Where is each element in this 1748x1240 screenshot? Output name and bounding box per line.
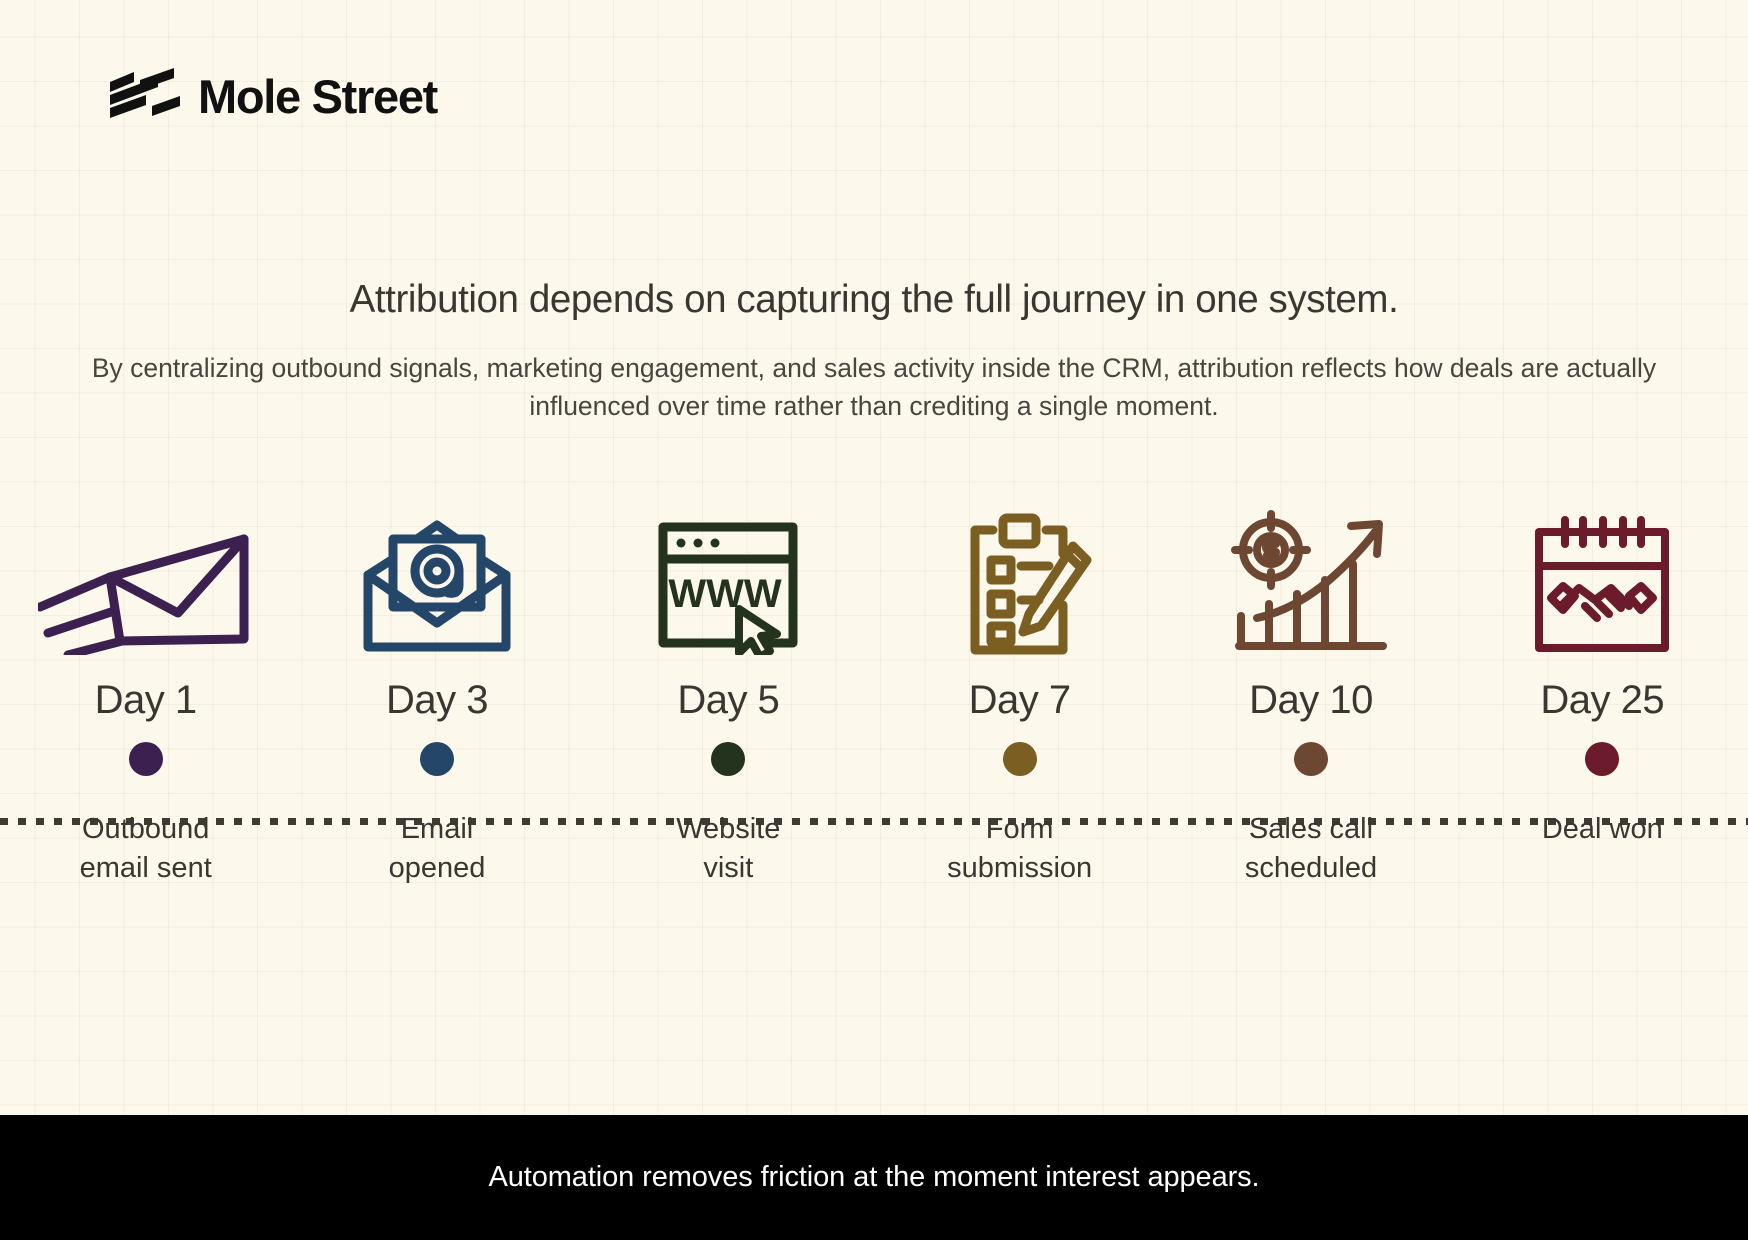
step-node-slot bbox=[583, 720, 874, 798]
sending-envelope-icon bbox=[38, 534, 249, 655]
step-day-label: Day 10 bbox=[1249, 678, 1373, 722]
timeline-node[interactable] bbox=[1293, 742, 1328, 776]
step-event-label: Email opened bbox=[388, 813, 486, 885]
timeline-node[interactable] bbox=[711, 742, 746, 776]
step-node-slot bbox=[291, 720, 582, 798]
footer-caption: Automation removes friction at the momen… bbox=[488, 1161, 1260, 1193]
step-node-slot bbox=[0, 720, 291, 798]
calendar-handshake-icon bbox=[1535, 516, 1670, 652]
timeline-step-2[interactable]: Day 3 Email opened bbox=[291, 500, 582, 980]
browser-www-cursor-icon: WWW bbox=[658, 522, 798, 655]
svg-text:WWW: WWW bbox=[669, 572, 783, 616]
timeline-dotted-line bbox=[0, 818, 1748, 825]
step-node-slot bbox=[1165, 720, 1456, 798]
step-icon-container bbox=[1165, 500, 1456, 670]
step-day-label: Day 5 bbox=[677, 678, 780, 722]
open-envelope-at-symbol-icon bbox=[363, 520, 511, 652]
step-day-label: Day 3 bbox=[385, 678, 489, 722]
page-title: Attribution depends on capturing the ful… bbox=[349, 278, 1399, 321]
timeline-step-6[interactable]: Day 25 Deal won bbox=[1457, 500, 1748, 980]
page-subtitle: By centralizing outbound signals, market… bbox=[91, 353, 1657, 421]
step-event-label: Website visit bbox=[676, 813, 781, 885]
step-day-label: Day 25 bbox=[1540, 678, 1665, 722]
timeline-steps: Day 1 Outbound email sent bbox=[0, 500, 1748, 980]
step-event-label: Outbound email sent bbox=[79, 813, 212, 885]
step-node-slot bbox=[874, 720, 1165, 798]
clipboard-pencil-icon bbox=[970, 513, 1092, 655]
step-event-label: Deal won bbox=[1541, 813, 1663, 845]
step-event-label: Sales call scheduled bbox=[1244, 813, 1378, 885]
step-event-label: Form submission bbox=[947, 813, 1093, 885]
timeline-node[interactable] bbox=[128, 742, 163, 776]
timeline-step-3[interactable]: WWW Day 5 Website visit bbox=[583, 500, 874, 980]
step-day-label: Day 1 bbox=[94, 678, 198, 722]
step-node-slot bbox=[1457, 720, 1748, 798]
journey-timeline: Day 1 Outbound email sent bbox=[0, 500, 1748, 980]
target-growth-chart-icon bbox=[1230, 510, 1387, 650]
step-icon-container bbox=[874, 500, 1165, 670]
timeline-node[interactable] bbox=[419, 742, 454, 776]
timeline-step-1[interactable]: Day 1 Outbound email sent bbox=[0, 500, 291, 980]
brand-logo: Mole Street bbox=[96, 68, 438, 124]
step-icon-container bbox=[0, 500, 291, 670]
footer-bar: Automation removes friction at the momen… bbox=[0, 1115, 1748, 1240]
step-day-label: Day 7 bbox=[968, 678, 1072, 722]
step-icon-container: WWW bbox=[583, 500, 874, 670]
step-icon-container bbox=[1457, 500, 1748, 670]
timeline-node[interactable] bbox=[1002, 742, 1037, 776]
step-icon-container bbox=[291, 500, 582, 670]
timeline-step-4[interactable]: Day 7 Form submission bbox=[874, 500, 1165, 980]
timeline-node[interactable] bbox=[1585, 742, 1620, 776]
brand-name: Mole Street bbox=[198, 69, 438, 123]
diagonal-bars-logo-icon bbox=[110, 68, 180, 118]
timeline-step-5[interactable]: Day 10 Sales call scheduled bbox=[1165, 500, 1456, 980]
